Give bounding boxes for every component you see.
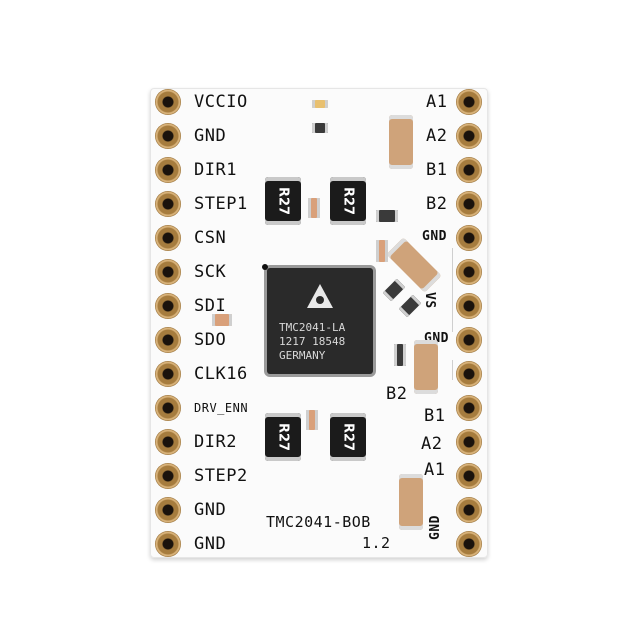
label-csn: CSN: [194, 228, 227, 248]
label-a2-inner: A2: [421, 434, 443, 454]
trinamic-logo-icon: [307, 284, 333, 308]
chip-marking-line3: GERMANY: [279, 349, 326, 362]
silkscreen-line-2: [452, 360, 453, 380]
label-gnd-1: GND: [194, 126, 227, 146]
resistor-r27-4: R27: [330, 413, 366, 461]
resistor-label: R27: [340, 186, 356, 216]
capacitor-top: [389, 115, 413, 169]
pad-gnd-3: [155, 531, 181, 557]
resistor-r27-3: R27: [265, 413, 301, 461]
capacitor-bottom: [399, 474, 423, 530]
resistor-label: R27: [275, 186, 291, 216]
resistor-r27-1: R27: [265, 177, 301, 225]
smd-part-7: [394, 344, 406, 366]
pad-gnd-r4: [456, 531, 482, 557]
label-b2: B2: [426, 194, 448, 214]
resistor-r27-2: R27: [330, 177, 366, 225]
label-gnd-r1: GND: [422, 229, 447, 244]
pad-b2-2: [456, 361, 482, 387]
chip-marking-line2: 1217 18548: [279, 335, 346, 348]
tmc2041-chip: TMC2041-LA 1217 18548 GERMANY: [267, 268, 373, 374]
label-b1: B1: [426, 160, 448, 180]
pad-a2: [456, 123, 482, 149]
resistor-label: R27: [340, 422, 356, 452]
pad-dir1: [155, 157, 181, 183]
pad-gnd-2: [155, 497, 181, 523]
smd-part-8: [212, 314, 232, 326]
pad-b1-2: [456, 395, 482, 421]
smd-part-2: [308, 198, 320, 218]
pad-gnd-r1: [456, 225, 482, 251]
pad-vccio: [155, 89, 181, 115]
label-b1-inner: B1: [424, 406, 446, 426]
pad-b1: [456, 157, 482, 183]
label-step2: STEP2: [194, 466, 248, 486]
pad-sck: [155, 259, 181, 285]
pin1-dot: [262, 264, 268, 270]
label-step1: STEP1: [194, 194, 248, 214]
pad-a1-2: [456, 463, 482, 489]
pad-step2: [155, 463, 181, 489]
smd-part-3: [376, 210, 398, 222]
board-title: TMC2041-BOB: [266, 513, 371, 531]
pad-a2-2: [456, 429, 482, 455]
led: [312, 100, 328, 108]
pad-vs-1: [456, 259, 482, 285]
silkscreen-line-1: [452, 248, 453, 332]
label-dir2: DIR2: [194, 432, 237, 452]
smd-part-9: [306, 410, 318, 430]
board-version: 1.2: [362, 534, 391, 552]
label-gnd-2: GND: [194, 500, 227, 520]
pad-sdo: [155, 327, 181, 353]
pad-gnd-r2: [456, 327, 482, 353]
pad-csn: [155, 225, 181, 251]
label-gnd-vertical: GND: [428, 515, 443, 540]
label-drv-enn: DRV_ENN: [194, 401, 249, 415]
label-vccio: VCCIO: [194, 92, 248, 112]
label-clk16: CLK16: [194, 364, 248, 384]
label-a1: A1: [426, 92, 448, 112]
label-sck: SCK: [194, 262, 227, 282]
pad-a1: [456, 89, 482, 115]
pad-drv-enn: [155, 395, 181, 421]
resistor-label: R27: [275, 422, 291, 452]
pad-step1: [155, 191, 181, 217]
pad-clk16: [155, 361, 181, 387]
capacitor-middle: [414, 340, 438, 394]
label-vs: VS: [422, 292, 437, 309]
label-dir1: DIR1: [194, 160, 237, 180]
pad-gnd-1: [155, 123, 181, 149]
pad-vs-2: [456, 293, 482, 319]
pad-dir2: [155, 429, 181, 455]
label-sdi: SDI: [194, 296, 227, 316]
chip-marking-line1: TMC2041-LA: [279, 321, 346, 334]
label-a1-inner: A1: [424, 460, 446, 480]
smd-part-4: [376, 240, 388, 262]
label-b2-inner: B2: [386, 384, 408, 404]
smd-part-1: [312, 123, 328, 133]
pad-sdi: [155, 293, 181, 319]
label-a2: A2: [426, 126, 448, 146]
label-gnd-3: GND: [194, 534, 227, 554]
label-sdo: SDO: [194, 330, 227, 350]
pad-b2: [456, 191, 482, 217]
pad-gnd-r3: [456, 497, 482, 523]
